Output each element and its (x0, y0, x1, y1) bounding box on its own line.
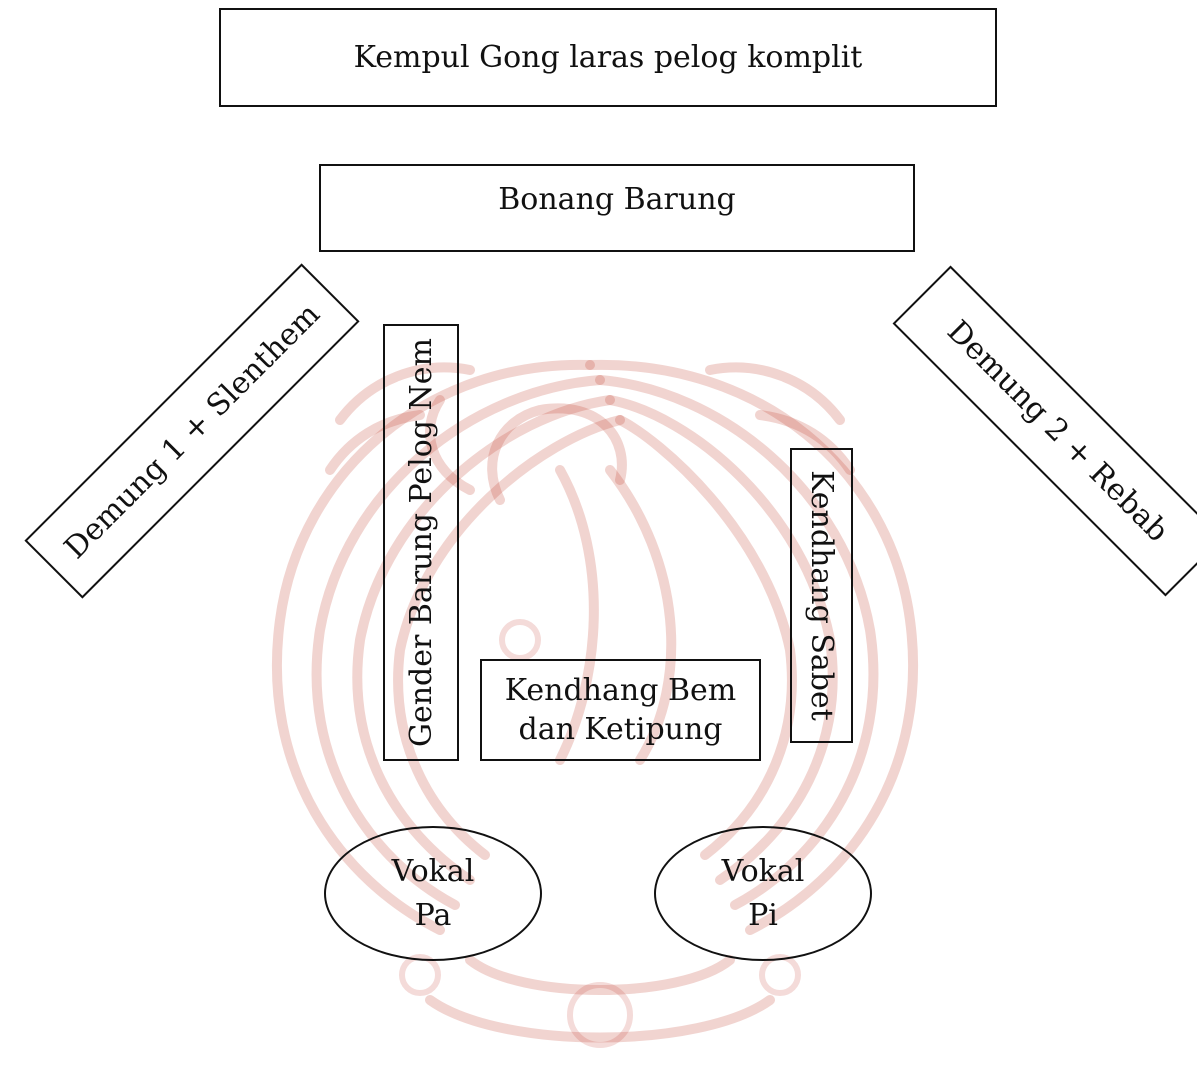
bonang-barung-box: Bonang Barung (319, 164, 915, 252)
kempul-gong-box: Kempul Gong laras pelog komplit (219, 8, 997, 107)
kendhang-sabet-box: Kendhang Sabet (790, 448, 853, 743)
vokal-pa-ellipse: Vokal Pa (324, 826, 542, 961)
bonang-barung-label: Bonang Barung (498, 182, 736, 217)
kempul-gong-label: Kempul Gong laras pelog komplit (353, 40, 863, 75)
vokal-pa-line2: Pa (414, 897, 452, 933)
vokal-pa-line1: Vokal (391, 854, 475, 889)
kendhang-sabet-label: Kendhang Sabet (804, 470, 840, 721)
kendhang-bem-line1: Kendhang Bem (504, 673, 737, 708)
vokal-pi-line1: Vokal (721, 854, 805, 889)
kendhang-bem-box: Kendhang Bem dan Ketipung (480, 659, 761, 761)
vokal-pi-ellipse: Vokal Pi (654, 826, 872, 961)
gender-barung-box: Gender Barung Pelog Nem (383, 324, 459, 761)
kendhang-bem-line2: dan Ketipung (518, 712, 723, 747)
vokal-pi-line2: Pi (748, 897, 778, 933)
gender-barung-label: Gender Barung Pelog Nem (403, 338, 439, 747)
